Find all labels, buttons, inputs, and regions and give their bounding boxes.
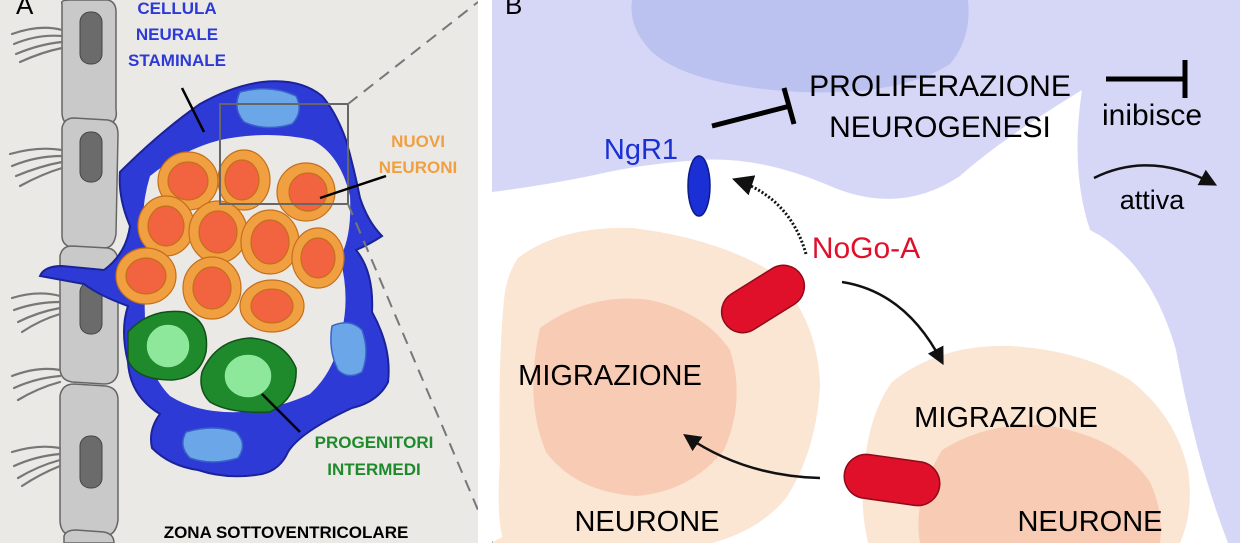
new-neuron: [115, 247, 177, 305]
legend-inhibits-symbol: [1106, 60, 1188, 98]
legend-activates-label: attiva: [1120, 185, 1186, 215]
stem-cell-label-line: NEURALE: [136, 25, 218, 44]
zoom-connector-bottom: [347, 203, 493, 544]
progenitors-label-line: INTERMEDI: [327, 460, 421, 479]
progenitors-label: PROGENITORI INTERMEDI: [315, 433, 434, 479]
neuron-label-right: NEURONE: [1017, 506, 1162, 538]
stem-cell-label-line: CELLULA: [137, 0, 216, 18]
ngr1-label: NgR1: [604, 134, 678, 166]
nogo-a-label: NoGo-A: [812, 232, 920, 265]
ependymal-nucleus: [79, 435, 103, 489]
legend-inhibits-label: inibisce: [1102, 99, 1202, 132]
new-neuron: [157, 151, 219, 211]
inhibition-arrow: [711, 87, 797, 129]
intermediate-progenitor: [127, 310, 208, 381]
new-neuron: [291, 227, 345, 289]
ependymal-cell: [61, 117, 119, 249]
ependymal-cell: [63, 529, 115, 544]
ependymal-nuclei: [79, 11, 103, 489]
new-neurons-label-line: NEURONI: [379, 158, 457, 177]
activation-arrow: [841, 280, 944, 366]
new-neuron: [188, 200, 248, 264]
stem-cell-label-line: STAMINALE: [128, 51, 226, 70]
new-neurons-label: NUOVI NEURONI: [379, 132, 457, 177]
migration-label-right: MIGRAZIONE: [914, 402, 1098, 434]
panel-a-letter: A: [16, 0, 34, 20]
intermediate-progenitor: [200, 337, 297, 414]
panel-b: inibisce attiva B PROLIFERAZIONE NEUROGE…: [492, 0, 1240, 543]
legend-activates-symbol: [1093, 164, 1218, 186]
activation-arrow: [683, 434, 821, 480]
new-neuron: [182, 256, 242, 320]
zone-label: ZONA SOTTOVENTRICOLARE: [164, 523, 409, 542]
stem-nucleus: [182, 427, 244, 463]
stem-cell-leader-line: [180, 87, 206, 133]
new-neurons-label-line: NUOVI: [391, 132, 445, 151]
new-neurons: [115, 149, 345, 333]
intermediate-progenitors: [127, 310, 297, 414]
effect-label-neurogenesis: NEUROGENESI: [829, 111, 1051, 144]
legend: inibisce attiva: [1093, 60, 1218, 215]
panel-b-letter: B: [505, 0, 522, 20]
new-neuron: [239, 279, 305, 333]
neuron-nucleus-right: [918, 425, 1161, 543]
new-neuron: [137, 195, 195, 257]
cilia: [8, 26, 64, 488]
progenitors-label-line: PROGENITORI: [315, 433, 434, 452]
panel-a: A CELLULA NEURALE STAMINALE NUOVI NEURON…: [0, 0, 478, 544]
stem-cell-nucleus-region: [631, 0, 969, 93]
new-neuron: [217, 149, 271, 211]
nogo-a-molecule: [843, 453, 941, 507]
new-neurons-leader-line: [319, 174, 387, 200]
ependymal-nucleus: [79, 131, 103, 183]
effect-label-proliferation: PROLIFERAZIONE: [809, 70, 1071, 103]
migration-label-left: MIGRAZIONE: [518, 360, 702, 392]
zoom-connector-top: [347, 1, 479, 105]
new-neuron: [276, 162, 336, 222]
activation-arrow-dotted: [732, 175, 808, 255]
stem-cell-label: CELLULA NEURALE STAMINALE: [128, 0, 226, 70]
progenitors-leader-line: [261, 393, 301, 433]
panel-separator: [478, 0, 492, 543]
stem-nucleus: [236, 88, 300, 129]
stem-nucleus: [330, 322, 367, 377]
stem-cell-region: [492, 0, 1240, 543]
zoom-box: [219, 103, 349, 205]
ependymal-nucleus: [79, 11, 103, 65]
new-neuron: [240, 209, 300, 275]
nogo-a-molecule: [720, 264, 806, 334]
neuron-nucleus-left: [533, 298, 737, 496]
neuron-label-left: NEURONE: [574, 506, 719, 538]
neuron-region-corner: [492, 534, 540, 543]
ngr1-receptor: [687, 155, 711, 217]
